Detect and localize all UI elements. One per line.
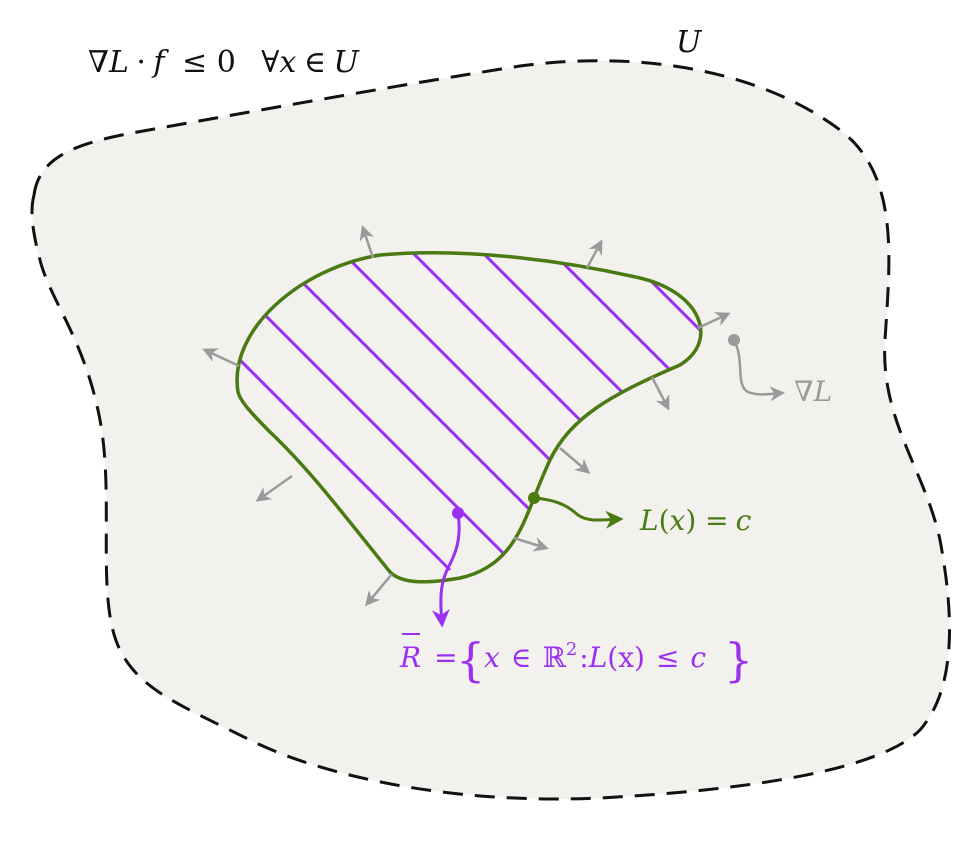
domain-label: U — [676, 25, 703, 60]
domain-U-region — [30, 59, 952, 801]
grad-arrow — [202, 348, 240, 368]
level-curve — [235, 251, 703, 584]
grad-arrow — [359, 225, 375, 259]
grad-arrow — [585, 239, 603, 269]
grad-arrow — [513, 536, 549, 552]
svg-text:R =: R = — [399, 641, 458, 674]
svg-text:x ∈ ℝ2:L(x): x ∈ ℝ2:L(x) ≤ c — [484, 639, 706, 674]
svg-text:}: } — [724, 633, 753, 687]
region-label: R = { x ∈ ℝ2:L(x) ≤ c } — [399, 633, 753, 687]
grad-arrow — [255, 474, 293, 502]
gradient-arrows — [202, 225, 731, 607]
level-curve-label: L(x) = c — [639, 504, 752, 537]
level-curve-pointer — [528, 492, 624, 529]
grad-arrow — [697, 312, 731, 330]
gradient-label-pointer — [728, 334, 785, 402]
region-pointer — [431, 507, 464, 628]
svg-text:{: { — [456, 633, 485, 687]
grad-arrow — [650, 376, 670, 411]
grad-arrow — [559, 447, 591, 474]
gradient-label: ∇L — [794, 375, 832, 408]
grad-arrow — [365, 573, 393, 607]
lyapunov-condition: ∇L · f ≤ 0 ∀x ∈ U — [88, 45, 361, 80]
